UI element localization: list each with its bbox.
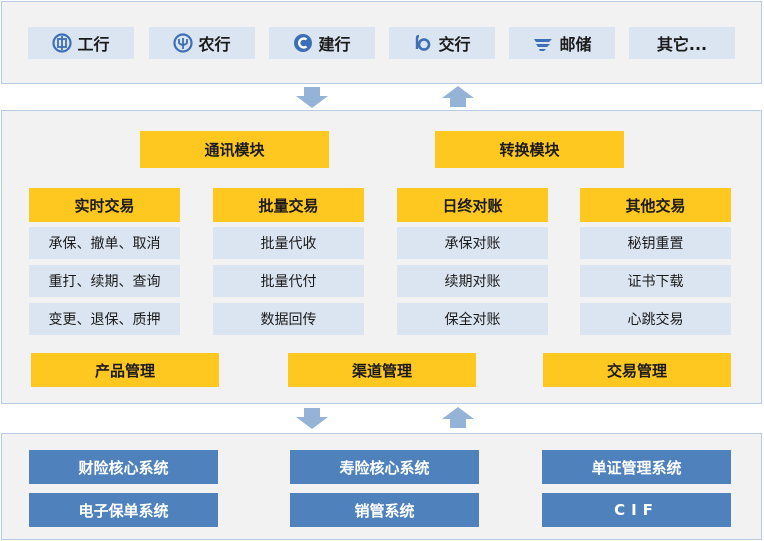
column-title-label: 日终对账: [442, 196, 503, 215]
system-label: 单证管理系统: [591, 458, 682, 477]
bank-abc-label: 农行: [198, 35, 231, 54]
list-item-label: 心跳交易: [627, 312, 684, 328]
bank-icbc[interactable]: 工行: [28, 27, 134, 59]
system-sales-mgmt: 销管系统: [290, 493, 479, 527]
list-item: 续期对账: [397, 265, 548, 297]
comm-module: 通讯模块: [140, 131, 329, 168]
bank-psbc-label: 邮储: [559, 35, 592, 54]
convert-module: 转换模块: [435, 131, 624, 168]
icbc-logo-icon: [52, 33, 73, 53]
system-e-policy: 电子保单系统: [29, 493, 218, 527]
list-item: 证书下载: [580, 265, 731, 297]
list-item-label: 承保、撤单、取消: [48, 236, 161, 252]
list-item-label: 续期对账: [444, 274, 501, 290]
list-item-label: 证书下载: [627, 274, 684, 290]
system-label: 寿险核心系统: [339, 458, 430, 477]
bank-other[interactable]: 其它...: [629, 27, 735, 59]
list-item: 批量代收: [213, 227, 364, 259]
bank-bocom-label: 交行: [438, 35, 471, 54]
arrow-down-icon: [296, 87, 328, 108]
transaction-management: 交易管理: [543, 353, 731, 387]
system-label: 销管系统: [354, 501, 415, 520]
column-title-reconciliation: 日终对账: [397, 188, 548, 222]
system-label: CIF: [614, 501, 659, 519]
middleware-panel: 通讯模块 转换模块 实时交易 承保、撤单、取消 重打、续期、查询 变更、退保、质…: [1, 110, 762, 404]
core-systems-panel: 财险核心系统 寿险核心系统 单证管理系统 电子保单系统 销管系统 CIF: [1, 433, 762, 540]
column-title-realtime: 实时交易: [29, 188, 180, 222]
ccb-logo-icon: [293, 33, 313, 53]
product-management: 产品管理: [31, 353, 219, 387]
abc-logo-icon: [173, 33, 194, 53]
list-item-label: 秘钥重置: [627, 236, 684, 252]
column-title-label: 批量交易: [258, 196, 319, 215]
product-management-label: 产品管理: [94, 361, 155, 380]
column-title-other: 其他交易: [580, 188, 731, 222]
arrow-up-icon: [442, 407, 474, 428]
list-item-label: 数据回传: [260, 312, 317, 328]
list-item: 数据回传: [213, 303, 364, 335]
arrow-down-icon: [296, 408, 328, 429]
bank-icbc-label: 工行: [77, 35, 110, 54]
channel-management: 渠道管理: [288, 353, 476, 387]
bank-ccb-label: 建行: [318, 35, 351, 54]
list-item: 批量代付: [213, 265, 364, 297]
system-label: 电子保单系统: [78, 501, 169, 520]
list-item: 心跳交易: [580, 303, 731, 335]
psbc-logo-icon: [532, 33, 554, 53]
system-life-core: 寿险核心系统: [290, 450, 479, 484]
system-document-mgmt: 单证管理系统: [542, 450, 731, 484]
list-item: 变更、退保、质押: [29, 303, 180, 335]
system-property-core: 财险核心系统: [29, 450, 218, 484]
bank-psbc[interactable]: 邮储: [509, 27, 615, 59]
list-item: 秘钥重置: [580, 227, 731, 259]
system-label: 财险核心系统: [78, 458, 169, 477]
list-item-label: 批量代付: [260, 274, 317, 290]
bank-channel-panel: 工行 农行 建行 交行: [1, 1, 762, 84]
bank-bocom[interactable]: 交行: [389, 27, 495, 59]
bank-ccb[interactable]: 建行: [269, 27, 375, 59]
bocom-logo-icon: [413, 33, 433, 53]
column-title-label: 其他交易: [625, 196, 686, 215]
list-item: 承保对账: [397, 227, 548, 259]
list-item: 重打、续期、查询: [29, 265, 180, 297]
list-item-label: 保全对账: [444, 312, 501, 328]
arrow-up-icon: [442, 86, 474, 107]
list-item-label: 变更、退保、质押: [48, 312, 161, 328]
column-title-label: 实时交易: [74, 196, 135, 215]
list-item-label: 批量代收: [260, 236, 317, 252]
list-item-label: 承保对账: [444, 236, 501, 252]
bank-other-label: 其它...: [656, 35, 708, 54]
bank-abc[interactable]: 农行: [149, 27, 255, 59]
transaction-management-label: 交易管理: [606, 361, 667, 380]
channel-management-label: 渠道管理: [351, 361, 412, 380]
column-title-batch: 批量交易: [213, 188, 364, 222]
list-item: 承保、撤单、取消: [29, 227, 180, 259]
list-item-label: 重打、续期、查询: [48, 274, 161, 290]
list-item: 保全对账: [397, 303, 548, 335]
comm-module-label: 通讯模块: [204, 141, 265, 159]
convert-module-label: 转换模块: [499, 141, 560, 159]
system-cif: CIF: [542, 493, 731, 527]
